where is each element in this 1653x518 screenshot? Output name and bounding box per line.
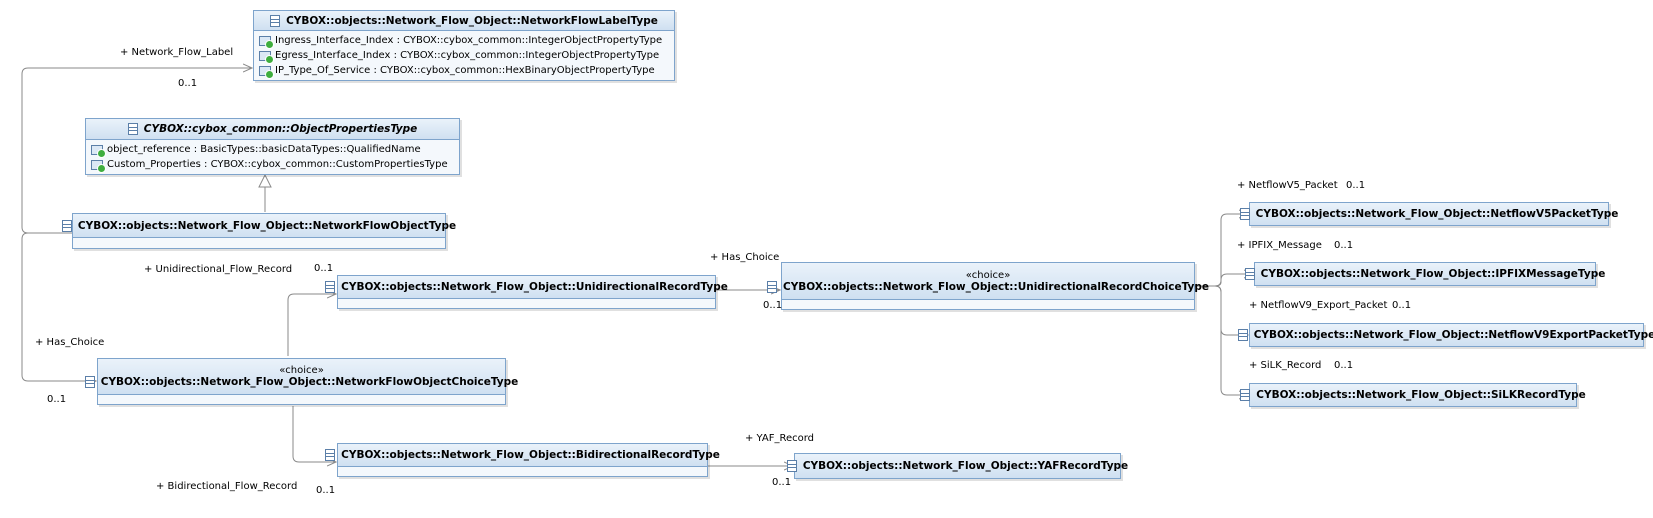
class-header: CYBOX::objects::Network_Flow_Object::SiL… [1240,384,1586,406]
attribute-text: IP_Type_Of_Service : CYBOX::cybox_common… [275,65,655,76]
role-has-choice-flow: + Has_Choice [35,337,105,348]
class-icon [767,280,777,293]
class-header: CYBOX::objects::Network_Flow_Object::Uni… [325,276,728,299]
attribute-icon [91,159,106,173]
mult-bidirectional-flow-record: 0..1 [316,485,336,496]
class-name: CYBOX::objects::Network_Flow_Object::Net… [77,219,457,232]
mult-netflowv5-packet: 0..1 [1346,180,1366,191]
class-bidirectional-record-type[interactable]: CYBOX::objects::Network_Flow_Object::Bid… [325,443,720,477]
mult-has-choice-uni: 0..1 [763,300,783,311]
attribute-icon [259,50,274,64]
mult-yaf-record: 0..1 [772,477,792,488]
class-netflow-v5-packet-type[interactable]: CYBOX::objects::Network_Flow_Object::Net… [1239,202,1618,226]
class-name: CYBOX::objects::Network_Flow_Object::IPF… [1260,268,1606,280]
attribute-row[interactable]: Ingress_Interface_Index : CYBOX::cybox_c… [259,33,669,49]
class-name: CYBOX::objects::Network_Flow_Object::Net… [1253,329,1653,341]
class-ipfix-message-type[interactable]: CYBOX::objects::Network_Flow_Object::IPF… [1244,262,1605,286]
class-header: CYBOX::objects::Network_Flow_Object::Bid… [325,444,720,467]
role-silk-record: + SiLK_Record [1249,360,1322,371]
attribute-text: object_reference : BasicTypes::basicData… [107,144,421,155]
class-name: CYBOX::cybox_common::ObjectPropertiesTyp… [143,123,418,135]
class-header: «choice» CYBOX::objects::Network_Flow_Ob… [84,359,518,395]
mult-netflowv9-export-packet: 0..1 [1392,300,1412,311]
class-object-properties-type[interactable]: CYBOX::cybox_common::ObjectPropertiesTyp… [85,118,460,175]
class-name: CYBOX::objects::Network_Flow_Object::Bid… [341,449,720,461]
class-header: «choice» CYBOX::objects::Network_Flow_Ob… [767,263,1209,300]
class-icon [1237,329,1248,341]
class-icon [325,281,336,293]
role-netflowv9-export-packet: + NetflowV9_Export_Packet [1249,300,1388,311]
mult-has-choice-flow: 0..1 [47,394,67,405]
class-name: CYBOX::objects::Network_Flow_Object::Net… [286,14,658,27]
class-name: CYBOX::objects::Network_Flow_Object::SiL… [1256,389,1586,401]
class-silk-record-type[interactable]: CYBOX::objects::Network_Flow_Object::SiL… [1240,383,1586,407]
class-header: CYBOX::objects::Network_Flow_Object::Net… [1237,324,1653,346]
stereotype: «choice» [965,269,1011,281]
class-icon [270,14,281,27]
class-icon [1244,268,1255,280]
mult-ipfix-message: 0..1 [1334,240,1354,251]
class-icon [325,449,336,461]
attribute-text: Egress_Interface_Index : CYBOX::cybox_co… [275,50,660,61]
role-netflowv5-packet: + NetflowV5_Packet [1237,180,1338,191]
stereotype: «choice» [279,365,324,376]
attribute-row[interactable]: IP_Type_Of_Service : CYBOX::cybox_common… [259,63,669,79]
attribute-icon [91,144,106,158]
attribute-icon [259,35,274,49]
class-icon [84,376,95,388]
class-icon [1239,208,1250,220]
role-bidirectional-flow-record: + Bidirectional_Flow_Record [156,481,298,492]
class-name: CYBOX::objects::Network_Flow_Object::YAF… [802,460,1129,472]
attribute-row[interactable]: Egress_Interface_Index : CYBOX::cybox_co… [259,48,669,64]
class-icon [127,123,138,135]
attribute-text: Ingress_Interface_Index : CYBOX::cybox_c… [275,35,663,46]
mult-unidirectional-flow-record: 0..1 [314,263,334,274]
class-name: CYBOX::objects::Network_Flow_Object::Net… [100,376,519,388]
class-header: CYBOX::objects::Network_Flow_Object::Net… [254,11,674,31]
class-header: CYBOX::objects::Network_Flow_Object::IPF… [1244,263,1605,285]
attribute-icon [259,65,274,79]
role-network-flow-label: + Network_Flow_Label [120,47,234,58]
class-name: CYBOX::objects::Network_Flow_Object::Uni… [341,281,728,293]
role-has-choice-uni: + Has_Choice [710,252,780,263]
attribute-row[interactable]: Custom_Properties : CYBOX::cybox_common:… [91,157,454,173]
attribute-row[interactable]: object_reference : BasicTypes::basicData… [91,142,454,158]
class-netflow-v9-export-packet-type[interactable]: CYBOX::objects::Network_Flow_Object::Net… [1237,323,1653,347]
role-unidirectional-flow-record: + Unidirectional_Flow_Record [144,264,293,275]
class-header: CYBOX::objects::Network_Flow_Object::YAF… [786,454,1128,478]
class-unidirectional-record-choice-type[interactable]: «choice» CYBOX::objects::Network_Flow_Ob… [767,262,1209,310]
class-header: CYBOX::cybox_common::ObjectPropertiesTyp… [86,119,459,140]
attribute-text: Custom_Properties : CYBOX::cybox_common:… [107,159,448,170]
class-network-flow-label-type[interactable]: CYBOX::objects::Network_Flow_Object::Net… [253,10,675,81]
class-icon [786,460,797,472]
class-name: CYBOX::objects::Network_Flow_Object::Uni… [783,280,1209,293]
mult-network-flow-label: 0..1 [178,78,198,89]
class-network-flow-object-choice-type[interactable]: «choice» CYBOX::objects::Network_Flow_Ob… [84,358,518,405]
class-header: CYBOX::objects::Network_Flow_Object::Net… [61,214,456,238]
mult-silk-record: 0..1 [1334,360,1354,371]
role-ipfix-message: + IPFIX_Message [1237,240,1322,251]
role-yaf-record: + YAF_Record [745,433,815,444]
class-yaf-record-type[interactable]: CYBOX::objects::Network_Flow_Object::YAF… [786,453,1128,479]
class-icon [1240,389,1251,401]
class-network-flow-object-type[interactable]: CYBOX::objects::Network_Flow_Object::Net… [61,213,456,249]
class-icon [61,219,72,232]
class-unidirectional-record-type[interactable]: CYBOX::objects::Network_Flow_Object::Uni… [325,275,728,309]
class-header: CYBOX::objects::Network_Flow_Object::Net… [1239,203,1618,225]
class-name: CYBOX::objects::Network_Flow_Object::Net… [1255,208,1619,220]
